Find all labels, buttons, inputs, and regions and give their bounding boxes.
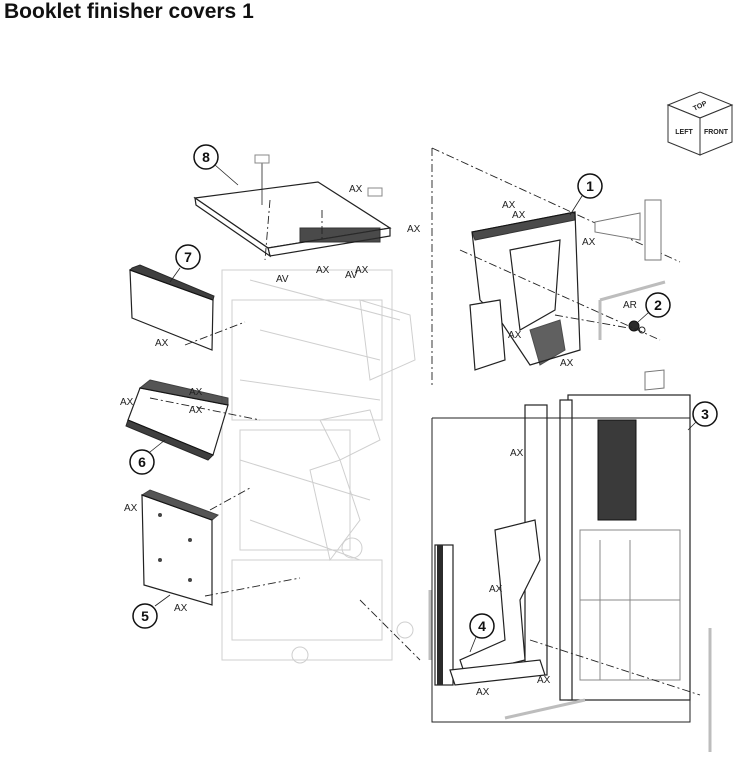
callout-4-number: 4 bbox=[478, 618, 486, 634]
screw-label-ax: AX bbox=[489, 584, 503, 595]
screw-label-ax: AX bbox=[174, 603, 188, 614]
screw-label-ax: AX bbox=[189, 387, 203, 398]
left-lower-cover-part bbox=[140, 489, 219, 606]
tray-cover-part bbox=[125, 379, 229, 461]
screw-label-ax: AX bbox=[155, 338, 169, 349]
screw-label-ax: AX bbox=[476, 687, 490, 698]
screw-label-ax: AX bbox=[124, 503, 138, 514]
cube-front-label: FRONT bbox=[704, 129, 729, 136]
cube-left-label: LEFT bbox=[675, 129, 693, 136]
finisher-body-ghost bbox=[221, 269, 416, 664]
screw-label-ax: AX bbox=[316, 265, 330, 276]
callout-6 bbox=[129, 449, 155, 475]
callout-7 bbox=[175, 244, 201, 270]
screw-label-av: AV bbox=[345, 270, 358, 281]
callout-8-number: 8 bbox=[202, 149, 210, 165]
screw-label-ax: AX bbox=[537, 675, 551, 686]
inner-guide-part bbox=[434, 519, 546, 686]
screw-label-ax: AX bbox=[512, 210, 526, 221]
top-cover-part bbox=[193, 154, 392, 258]
screw-label-ax: AX bbox=[355, 265, 369, 276]
callout-6-number: 6 bbox=[138, 454, 146, 470]
callout-5-number: 5 bbox=[141, 608, 149, 624]
callout-5 bbox=[132, 603, 158, 629]
page-title: Booklet finisher covers 1 bbox=[4, 0, 254, 23]
screw-label-ax: AX bbox=[560, 358, 574, 369]
screw-label-ax: AX bbox=[120, 397, 134, 408]
screw-label-ax: AX bbox=[502, 200, 516, 211]
screw-label-ax: AX bbox=[407, 224, 421, 235]
callout-2 bbox=[645, 292, 671, 318]
callout-1-number: 1 bbox=[586, 178, 594, 194]
callout-3 bbox=[692, 401, 718, 427]
callout-2-number: 2 bbox=[654, 297, 662, 313]
callout-3-number: 3 bbox=[701, 406, 709, 422]
callout-8 bbox=[193, 144, 219, 170]
upper-right-guide-part bbox=[469, 211, 581, 371]
front-door-part bbox=[524, 394, 691, 701]
screw-label-ax: AX bbox=[508, 330, 522, 341]
screw-label-group: AX AX AX AX AV AV AX AX AX AX AX AX AX A… bbox=[120, 184, 637, 698]
callout-7-number: 7 bbox=[184, 249, 192, 265]
screw-label-ax: AX bbox=[349, 184, 363, 195]
screw-label-ax: AX bbox=[189, 405, 203, 416]
screw-label-ar: AR bbox=[623, 300, 637, 311]
screw-label-ax: AX bbox=[510, 448, 524, 459]
callout-4 bbox=[469, 613, 495, 639]
callout-1 bbox=[577, 173, 603, 199]
orientation-cube-icon: TOP LEFT FRONT bbox=[666, 91, 734, 156]
screw-label-ax: AX bbox=[582, 237, 596, 248]
left-upper-cover-part bbox=[129, 264, 215, 351]
screw-label-av: AV bbox=[276, 274, 289, 285]
